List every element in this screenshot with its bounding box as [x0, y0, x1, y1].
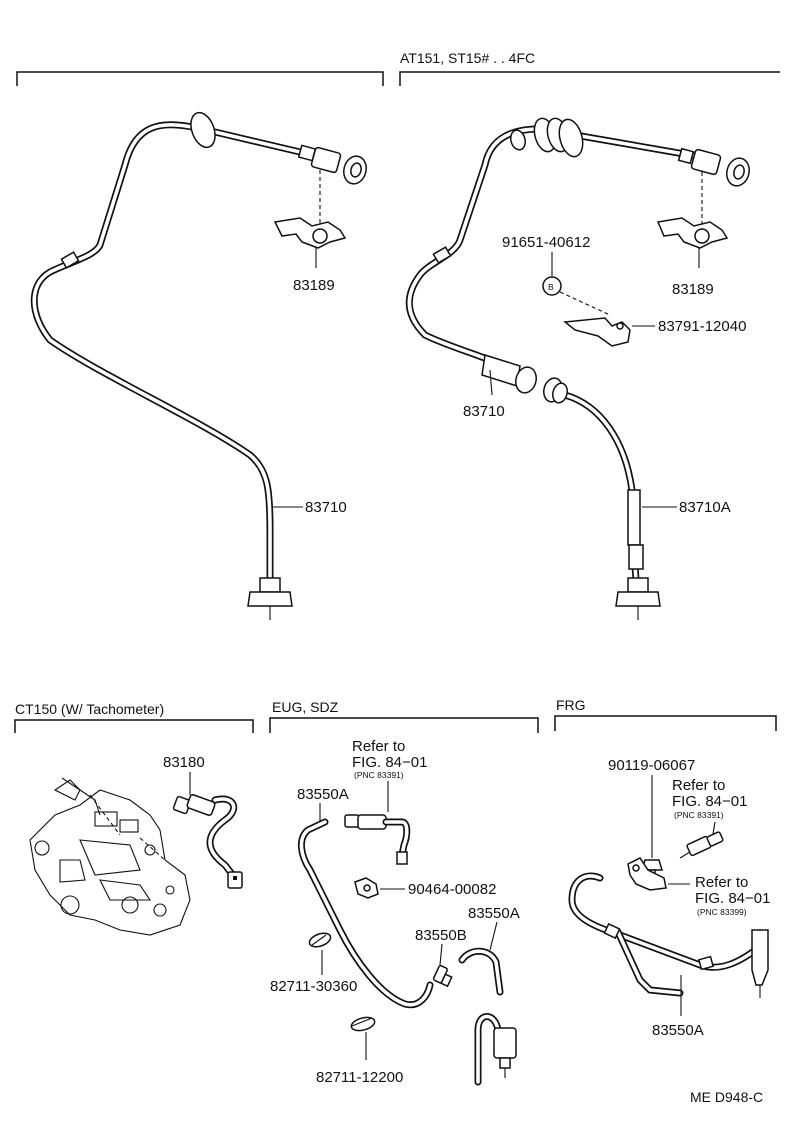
eug-refer-line2: FIG. 84−01 [352, 754, 427, 771]
right-bolt-label: 91651-40612 [502, 234, 590, 251]
bolt-b-marker-icon [542, 276, 562, 296]
frg-bracket [627, 857, 667, 891]
eug-refer-line1: Refer to [352, 738, 405, 755]
left-bracket-label: 83189 [293, 277, 335, 294]
right-upper-cable [405, 117, 750, 396]
frg-section-bracket [554, 715, 777, 731]
eug-clip [354, 877, 379, 899]
ct150-sensor-label: 83180 [163, 754, 205, 771]
right-cable-bracket [656, 172, 729, 268]
eug-vacuum-switch [344, 814, 411, 865]
frg-section-title: FRG [556, 697, 586, 713]
eug-hose-clamp-2 [350, 1016, 376, 1032]
right-lower-cable-label: 83710A [679, 499, 731, 516]
eug-vacuum-hose-main [298, 818, 434, 1009]
eug-section-title: EUG, SDZ [272, 699, 339, 715]
frg-refer2-line2: FIG. 84−01 [695, 890, 770, 907]
top-right-section-title: AT151, ST15# . . 4FC [400, 50, 535, 66]
diagram-code: ME D948-C [690, 1089, 763, 1105]
frg-vacuum-hose [568, 872, 769, 998]
eug-hose-top-label: 83550A [297, 786, 349, 803]
right-upper-cable-label: 83710 [463, 403, 505, 420]
eug-clamp-2-label: 82711-12200 [316, 1069, 403, 1086]
eug-connector [432, 964, 453, 988]
right-clamp-bracket [563, 317, 631, 347]
eug-clamp-1-label: 82711-30360 [270, 978, 357, 995]
eug-connector-label: 83550B [415, 927, 467, 944]
eug-hose-clamp-1 [308, 932, 332, 948]
ferrule-icon [60, 251, 80, 269]
frg-refer2-line1: Refer to [695, 874, 748, 891]
eug-short-hose [458, 947, 504, 996]
engine-block-illustration [29, 777, 191, 936]
frg-bolt-label: 90119-06067 [608, 757, 695, 774]
cable-connector-icon [310, 146, 342, 174]
left-cable-bracket [273, 170, 347, 268]
right-bracket-label: 83189 [672, 281, 714, 298]
right-clamp-label: 83791-12040 [658, 318, 746, 335]
frg-refer1-line1: Refer to [672, 777, 725, 794]
eug-section-bracket [269, 717, 539, 733]
eug-refer-pnc: (PNC 83391) [354, 770, 404, 780]
frg-hose-label: 83550A [652, 1022, 704, 1039]
frg-refer1-line2: FIG. 84−01 [672, 793, 747, 810]
bellows-grommet-icon [558, 118, 584, 158]
bolt-b-marker: B [548, 282, 554, 292]
left-speedometer-cable [30, 111, 367, 620]
ct150-speed-sensor [172, 794, 243, 889]
drive-end-icon [247, 591, 293, 607]
top-right-section-bracket [399, 71, 780, 86]
cable-joint-icon [481, 354, 521, 387]
eug-vacuum-sensor [474, 1013, 517, 1086]
eug-hose-right-label: 83550A [468, 905, 520, 922]
ct150-section-title: CT150 (W/ Tachometer) [15, 701, 164, 717]
grommet-icon [190, 111, 216, 149]
frg-vacuum-switch [679, 831, 724, 859]
eug-clip-label: 90464-00082 [408, 881, 496, 898]
frg-refer1-pnc: (PNC 83391) [674, 810, 724, 820]
left-cable-label: 83710 [305, 499, 347, 516]
top-left-section-bracket [16, 71, 384, 86]
right-lower-cable [543, 377, 661, 620]
frg-refer2-pnc: (PNC 83399) [697, 907, 747, 917]
ct150-section-bracket [14, 719, 254, 733]
